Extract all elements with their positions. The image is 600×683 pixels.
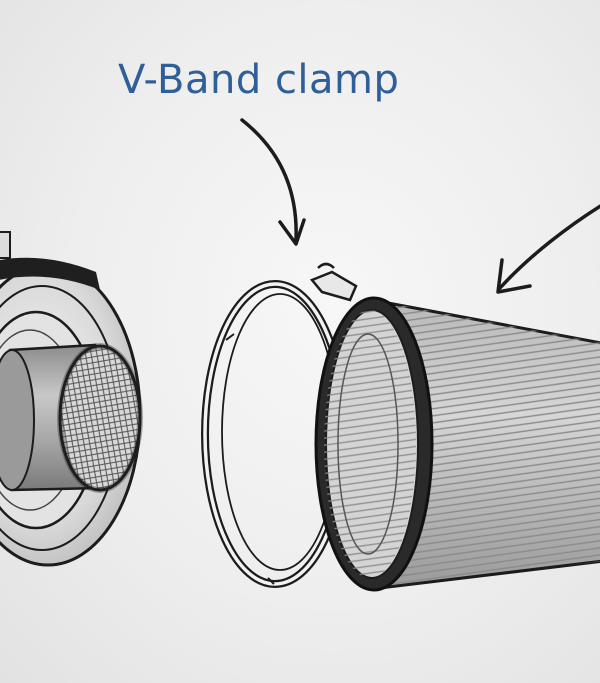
- arrow-to-clamp: [240, 118, 306, 246]
- intake-flange: [0, 231, 143, 567]
- arrow-to-filter: [496, 204, 600, 294]
- v-band-clamp-label: V-Band clamp: [118, 57, 400, 103]
- cone-air-filter: [314, 296, 600, 592]
